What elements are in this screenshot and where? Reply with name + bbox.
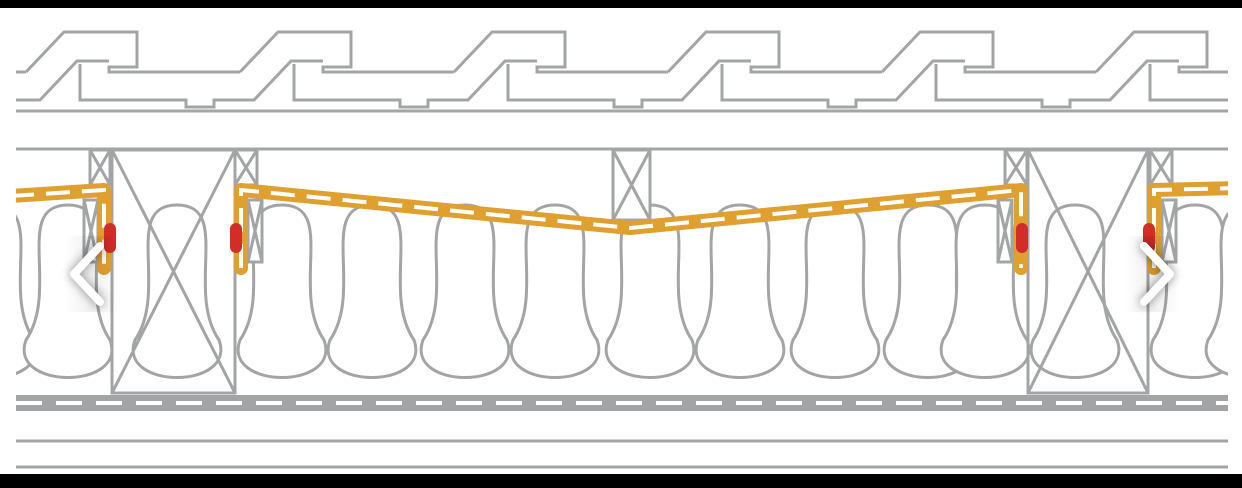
- roof-tile-outer: [24, 30, 240, 74]
- roof-tile-outer: [666, 30, 882, 74]
- insulation-roll: [789, 203, 881, 379]
- roof-tile-edge: [1086, 59, 1179, 102]
- roof-tile-edge: [230, 59, 323, 102]
- insulation-roll: [604, 203, 696, 379]
- roof-tile-edge: [658, 59, 751, 102]
- roof-tile-outer: [880, 30, 1096, 74]
- next-slide-button[interactable]: [1124, 236, 1180, 312]
- insulation-roll: [694, 203, 786, 379]
- insulation-roll: [419, 203, 511, 379]
- rafter-brace: [110, 149, 237, 394]
- sealing-clip: [104, 223, 116, 253]
- roof-tiles: [16, 30, 1228, 109]
- timber-cross: [1003, 149, 1029, 186]
- membrane-dashes: [239, 187, 1023, 268]
- roof-tile-inner: [292, 64, 468, 109]
- roof-tile-inner: [78, 64, 254, 109]
- insulation: [16, 203, 1228, 379]
- roof-tile-inner: [506, 64, 682, 109]
- roof-tile-inner: [1148, 64, 1228, 102]
- sealing-clip: [230, 223, 242, 253]
- roof-tile-inner: [934, 64, 1110, 109]
- roof-tile-edge: [16, 59, 109, 102]
- insulation-roll: [1204, 211, 1228, 376]
- timber-cross: [611, 149, 652, 221]
- timber-cross: [246, 199, 264, 263]
- chevron-left-icon: [70, 242, 104, 306]
- roof-tile-inner: [720, 64, 896, 109]
- timber-cross: [996, 199, 1014, 263]
- timber-cross: [88, 149, 112, 186]
- roof-insulation-diagram: [16, 30, 1228, 469]
- insulation-roll: [131, 203, 223, 379]
- previous-slide-button[interactable]: [64, 236, 120, 312]
- insulation-roll: [1029, 203, 1121, 379]
- timber-cross: [1160, 199, 1178, 263]
- roof-tile-outer: [238, 30, 454, 74]
- roof-tile-outer: [16, 70, 26, 74]
- membrane-dashes: [1152, 186, 1228, 268]
- roof-tile-outer: [452, 30, 668, 74]
- roof-tile-outer: [1094, 30, 1228, 74]
- timber-cross: [233, 149, 259, 186]
- insulation-roll: [509, 203, 601, 379]
- rafter-brace: [1026, 149, 1150, 394]
- carousel-slide: [0, 8, 1242, 474]
- timber-cross: [1148, 149, 1174, 186]
- sealing-clip: [1016, 223, 1028, 253]
- chevron-right-icon: [1140, 242, 1174, 306]
- roof-tile-edge: [444, 59, 537, 102]
- insulation-roll: [326, 203, 418, 379]
- roof-tile-edge: [872, 59, 965, 102]
- insulation-roll: [16, 214, 38, 375]
